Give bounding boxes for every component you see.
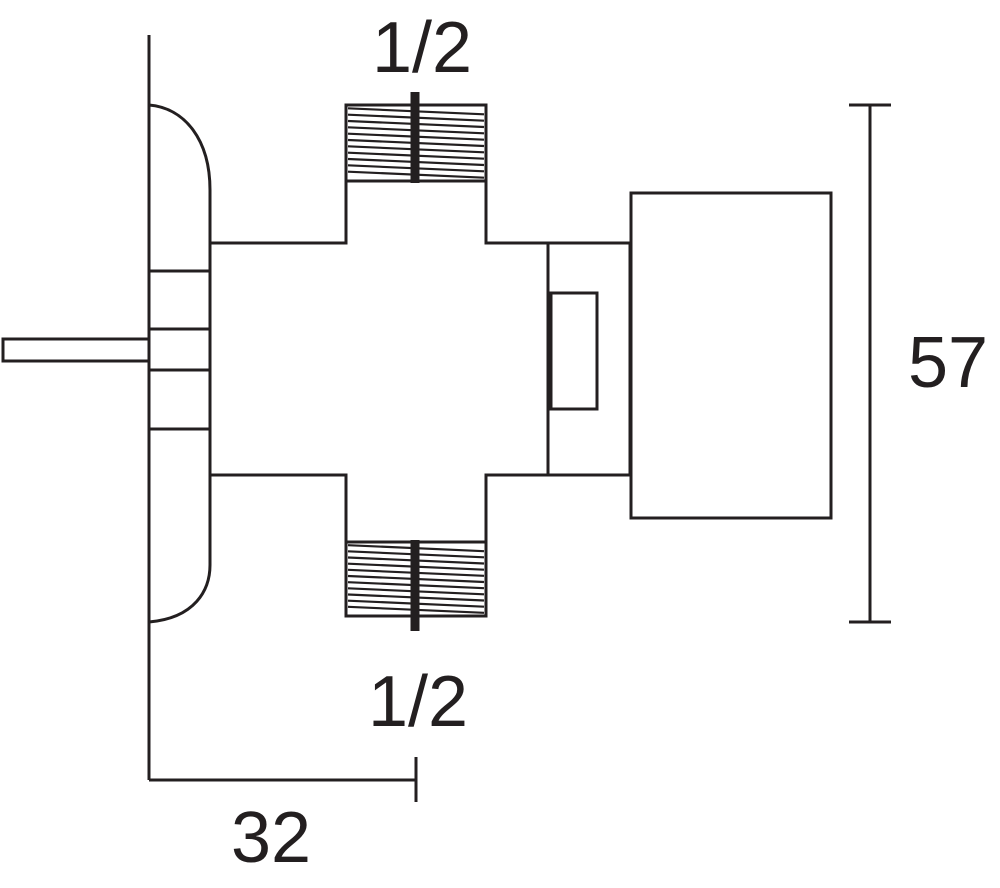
top-thread-connector	[344, 92, 488, 183]
spindle-housing	[546, 241, 632, 477]
wall-rosette	[148, 103, 212, 624]
top-thread-label: 1/2	[372, 8, 472, 88]
handle-knob	[629, 191, 833, 520]
bottom-thread-connector	[344, 540, 488, 631]
height-dimension-label: 57	[908, 323, 988, 403]
rosette-segments	[149, 269, 210, 431]
depth-dimension-label: 32	[231, 798, 311, 878]
bottom-thread-label: 1/2	[368, 662, 468, 742]
rear-stem	[1, 337, 151, 363]
valve-body	[210, 179, 550, 544]
spindle-stem	[549, 291, 599, 411]
depth-dimension-line	[149, 757, 418, 802]
height-dimension-line	[849, 103, 891, 624]
